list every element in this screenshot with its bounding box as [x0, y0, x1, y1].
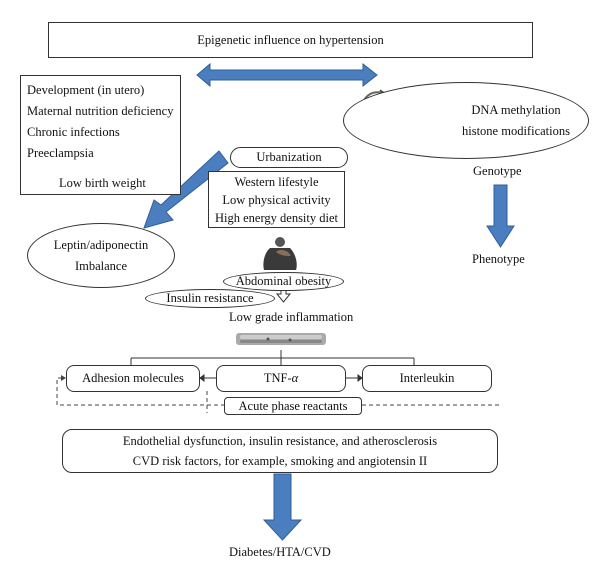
insulin-resistance-ellipse: Insulin resistance [145, 289, 275, 308]
imbalance-label: Imbalance [74, 258, 128, 273]
tree-connectors [130, 350, 415, 382]
adhesion-molecules-label: Adhesion molecules [82, 371, 184, 385]
adhesion-molecules-box: Adhesion molecules [66, 365, 200, 392]
development-box: Development (in utero) Maternal nutritio… [20, 75, 181, 195]
low-birth-weight: Low birth weight [59, 176, 146, 190]
acute-phase-label: Acute phase reactants [238, 398, 348, 413]
lifestyle-box: Western lifestyle Low physical activity … [208, 171, 345, 228]
double-arrow [196, 62, 378, 88]
person-silhouette-icon [263, 237, 297, 270]
lifestyle-item: High energy density diet [214, 211, 338, 225]
tnf-prefix: TNF- [263, 371, 292, 385]
lifestyle-item: Western lifestyle [234, 175, 319, 189]
outcomes-box: Endothelial dysfunction, insulin resista… [62, 429, 498, 473]
dna-methylation-label: DNA methylation [471, 102, 561, 117]
urbanization-pill: Urbanization [230, 147, 348, 168]
leptin-label: Leptin/adiponectin [53, 237, 149, 252]
development-list: Development (in utero) Maternal nutritio… [27, 80, 173, 164]
epigenetic-text: DNA methylation histone modifications [362, 100, 570, 142]
insulin-resistance-label: Insulin resistance [166, 291, 254, 305]
outcome-line: Endothelial dysfunction, insulin resista… [122, 434, 438, 448]
abdominal-obesity-ellipse: Abdominal obesity [223, 272, 344, 291]
histone-modifications-label: histone modifications [462, 123, 570, 138]
development-item: Maternal nutrition deficiency [27, 104, 174, 118]
title-text: Epigenetic influence on hypertension [197, 32, 384, 47]
tnf-alpha-box: TNF-α [216, 365, 346, 392]
dashed-arrowhead [61, 375, 66, 381]
development-item: Preeclampsia [27, 146, 94, 160]
lifestyle-item: Low physical activity [222, 193, 331, 207]
outcome-line: CVD risk factors, for example, smoking a… [132, 454, 428, 468]
development-item: Chronic infections [27, 125, 120, 139]
dashed-connectors [56, 377, 500, 413]
title-box: Epigenetic influence on hypertension [48, 22, 533, 58]
interleukin-label: Interleukin [399, 371, 455, 385]
urbanization-label: Urbanization [256, 150, 322, 164]
final-outcome-label: Diabetes/HTA/CVD [229, 545, 331, 559]
tnf-alpha-label: TNF-α [264, 371, 298, 386]
development-item: Development (in utero) [27, 83, 145, 97]
interleukin-box: Interleukin [362, 365, 492, 392]
final-down-arrow [262, 473, 303, 541]
leptin-ellipse: Leptin/adiponectin Imbalance [27, 223, 175, 288]
phenotype-label: Phenotype [472, 252, 525, 266]
genotype-label: Genotype [473, 164, 522, 178]
acute-phase-box: Acute phase reactants [224, 397, 362, 415]
genotype-phenotype-arrow [486, 184, 515, 248]
low-grade-inflammation-label: Low grade inflammation [229, 310, 354, 324]
alpha-symbol: α [291, 371, 299, 385]
epigenetic-ellipse: DNA methylation histone modifications [343, 82, 589, 159]
inflammation-image [236, 333, 326, 345]
abdominal-obesity-label: Abdominal obesity [235, 274, 332, 288]
